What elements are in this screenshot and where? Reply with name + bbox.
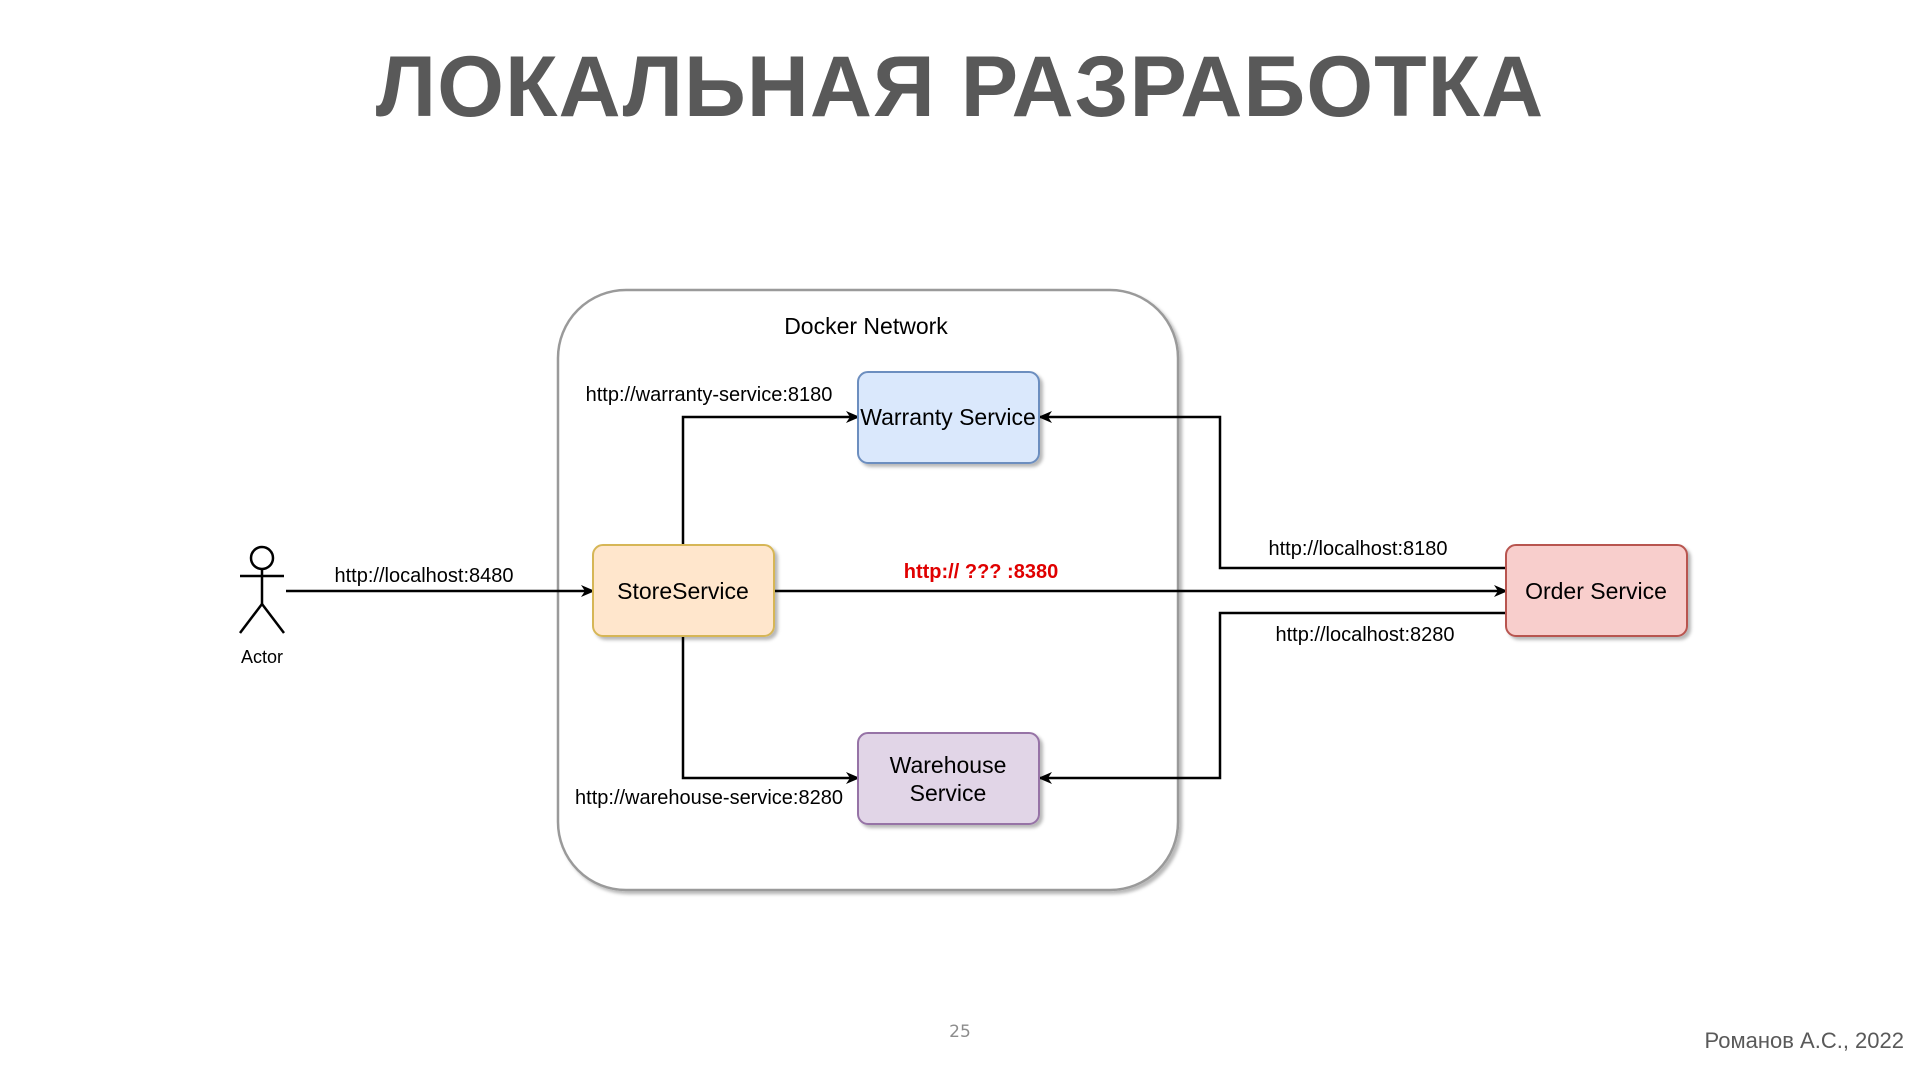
page-number: 25 (949, 1022, 971, 1042)
order-service-node[interactable]: Order Service (1505, 544, 1688, 637)
author-credit: Романов А.С., 2022 (1704, 1028, 1904, 1053)
warehouse-service-node[interactable]: Warehouse Service (857, 732, 1040, 825)
edge-order-to-warehouse (1038, 611, 1506, 784)
warranty-service-box (857, 371, 1040, 464)
warehouse-service-box (857, 732, 1040, 825)
edge-label-store-to-order: http:// ??? :8380 (904, 561, 1058, 583)
slide-title: ЛОКАЛЬНАЯ РАЗРАБОТКА (375, 39, 1545, 135)
edge-label-order-to-warranty: http://localhost:8180 (1268, 538, 1447, 560)
actor-label: Actor (241, 647, 283, 667)
edge-order-to-warranty (1038, 411, 1506, 570)
edge-store-to-warranty (681, 411, 860, 545)
store-service-node[interactable]: StoreService (592, 544, 775, 637)
warranty-service-label: Warranty Service (860, 404, 1036, 430)
edge-store-to-warehouse (681, 637, 860, 784)
actor-icon (239, 545, 285, 634)
edge-label-store-to-warranty: http://warranty-service:8180 (586, 384, 833, 406)
store-service-box (592, 544, 775, 637)
edge-label-order-to-warehouse: http://localhost:8280 (1275, 624, 1454, 646)
order-service-label: Order Service (1525, 578, 1667, 604)
edge-label-store-to-warehouse: http://warehouse-service:8280 (575, 787, 843, 809)
warehouse-service-label-line1: Warehouse (890, 752, 1007, 778)
warehouse-service-label-line2: Service (910, 780, 987, 806)
store-service-label: StoreService (617, 578, 749, 604)
warranty-service-node[interactable]: Warranty Service (857, 371, 1040, 464)
actor: Actor (239, 545, 285, 667)
order-service-box (1505, 544, 1688, 637)
edge-label-actor-to-store: http://localhost:8480 (334, 565, 513, 587)
docker-network-label: Docker Network (784, 313, 948, 339)
